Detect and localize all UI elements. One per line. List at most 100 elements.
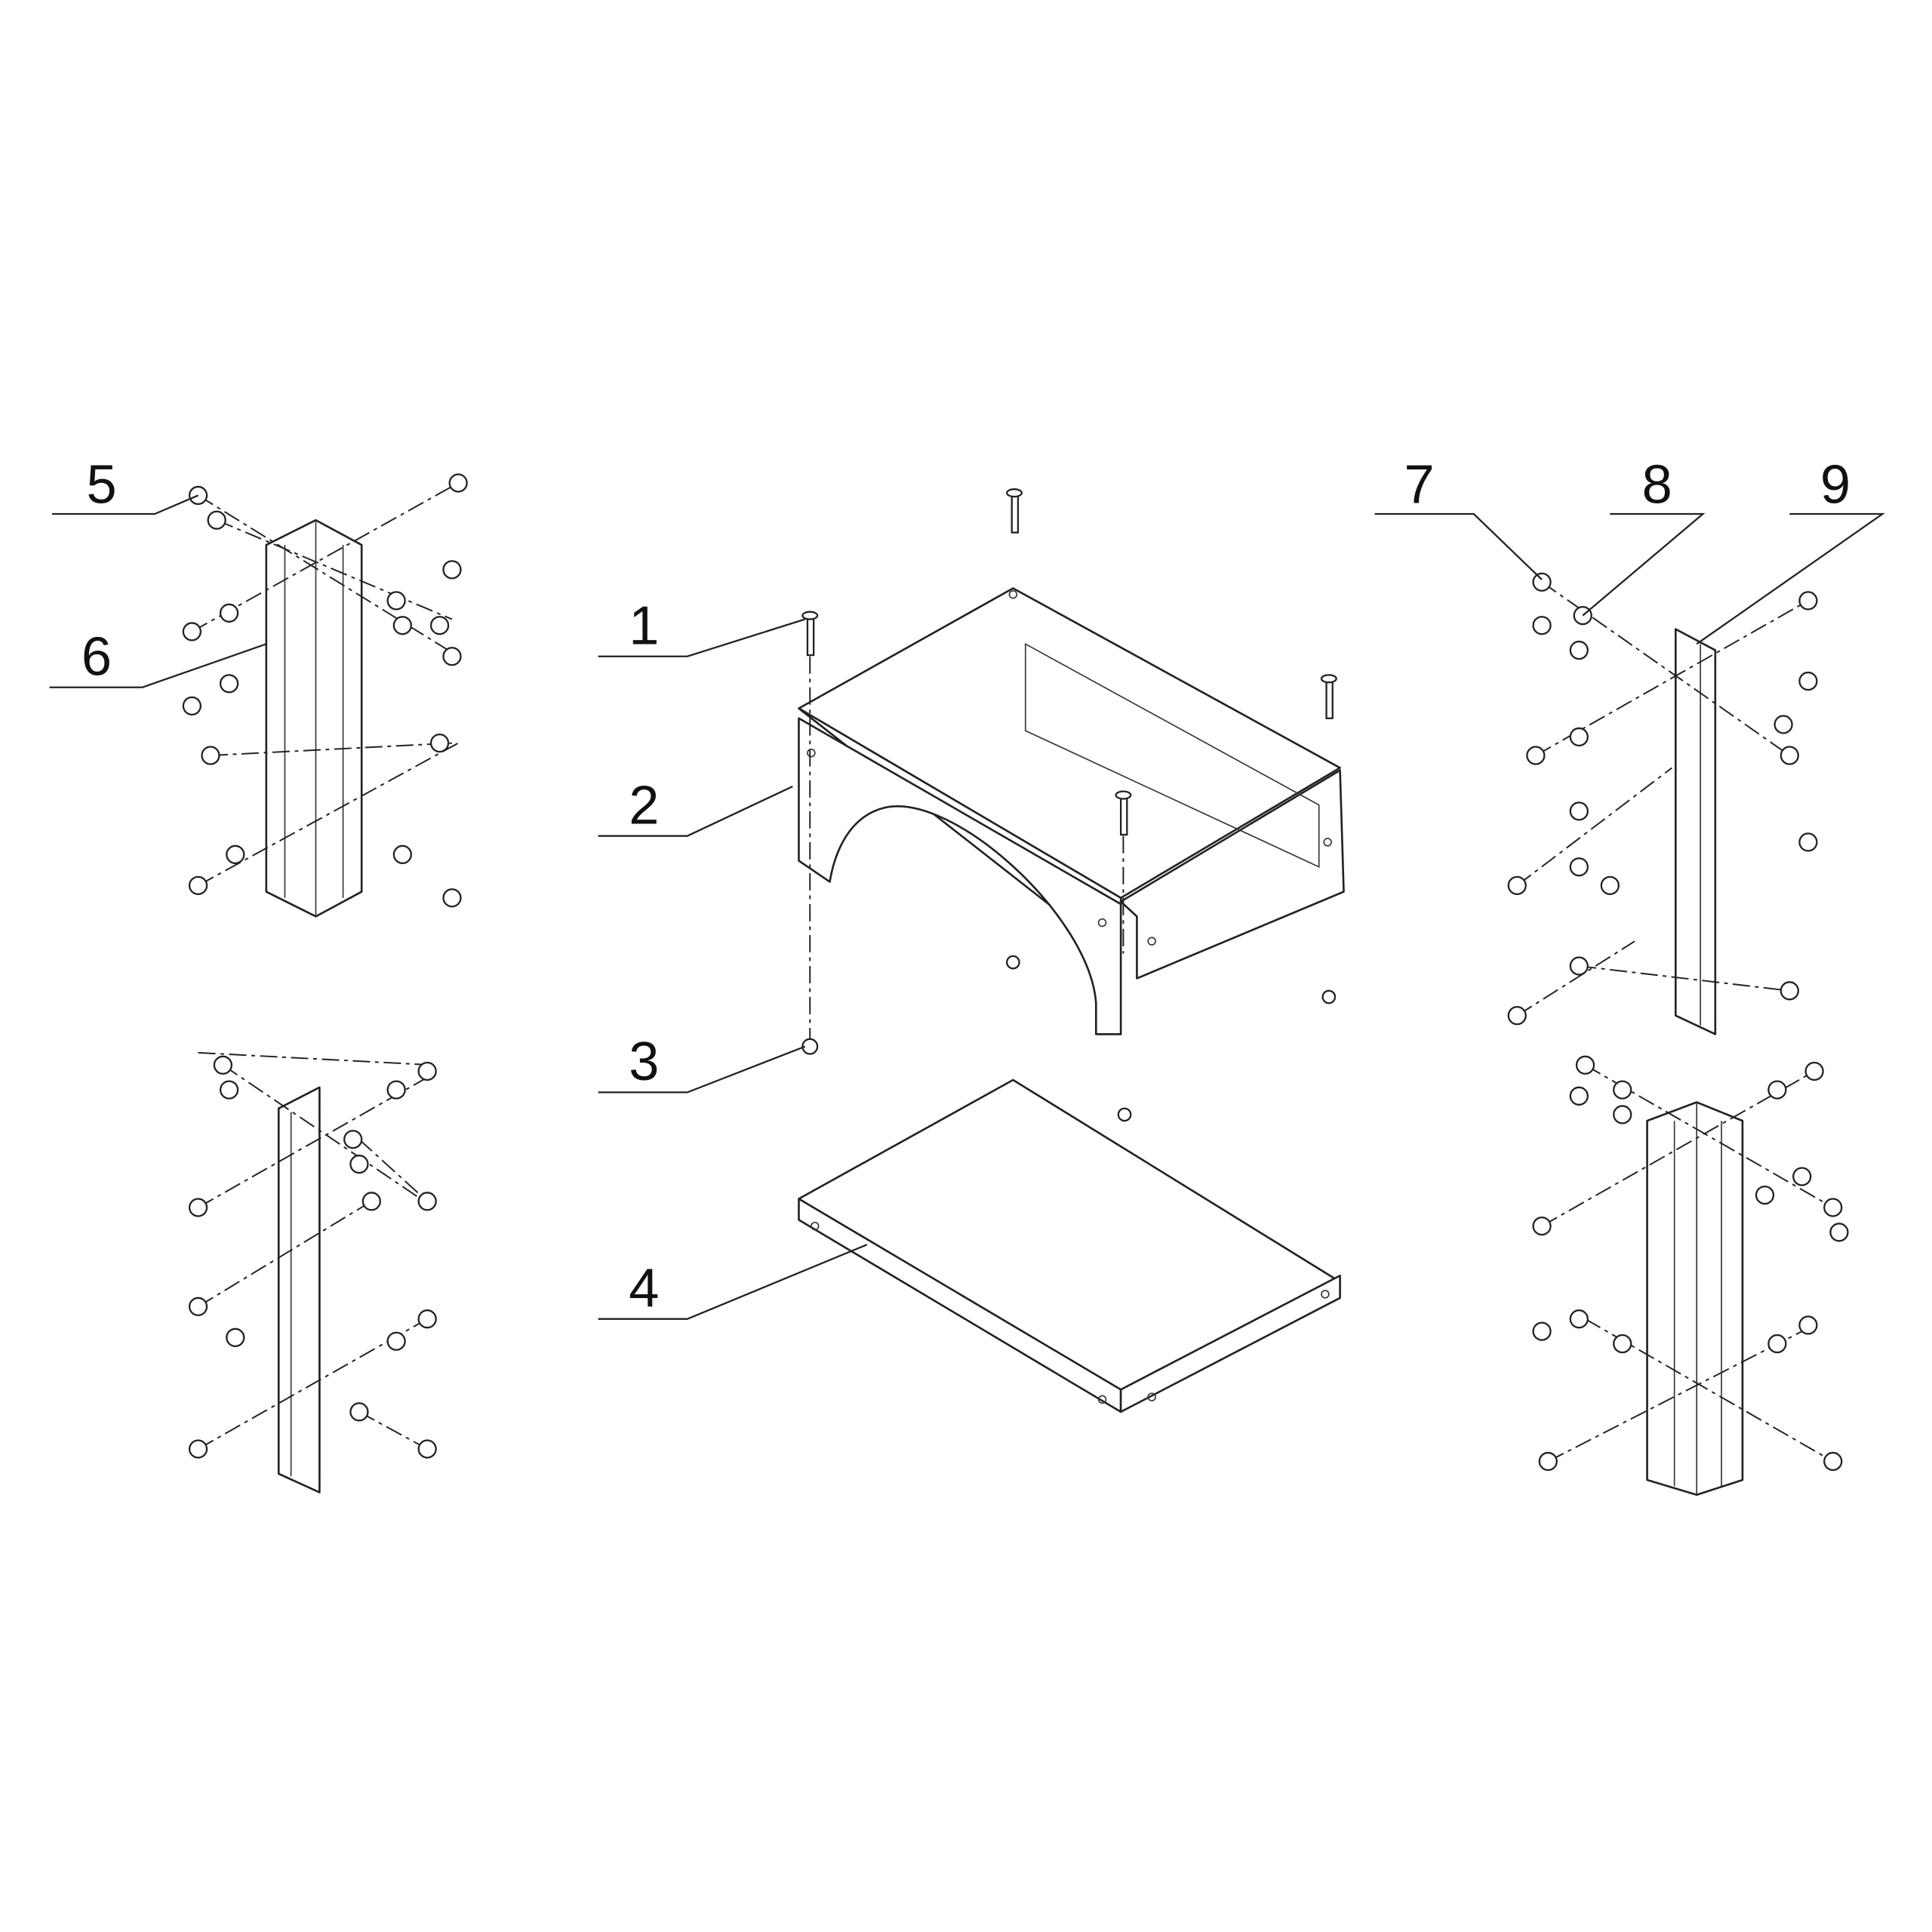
fastener-icon: [226, 844, 245, 864]
fastener-icon: [1575, 1055, 1595, 1075]
fastener-icon: [442, 647, 462, 666]
fastener-icon: [349, 1402, 369, 1422]
callout-label: 9: [1820, 454, 1850, 515]
fastener-icon: [417, 1439, 437, 1459]
assembly-axis-line: [1541, 1070, 1815, 1227]
fastener-icon: [1798, 671, 1818, 691]
fastener-icon: [1798, 591, 1818, 611]
fastener-icon: [1613, 1105, 1632, 1124]
assembly-axis-line: [210, 742, 453, 757]
fastener-icon: [219, 1080, 239, 1100]
callout-2: 2: [598, 775, 793, 837]
fasteners: [182, 473, 1849, 1472]
fastener-icon: [188, 1297, 208, 1316]
fastener-icon: [226, 1327, 245, 1347]
fastener-icon: [188, 485, 208, 506]
callout-1: 1: [598, 595, 806, 657]
assembly-axis-line: [1579, 965, 1790, 992]
assembly-axis-line: [198, 1076, 428, 1208]
leg-left-top: [265, 518, 363, 918]
shelf: [798, 1078, 1341, 1414]
callout-4: 4: [598, 1244, 868, 1320]
callout-label: 7: [1404, 454, 1435, 515]
fastener-icon: [213, 1055, 233, 1075]
callout-9: 9: [1696, 454, 1886, 645]
fastener-icon: [1823, 1451, 1843, 1472]
callout-3: 3: [598, 1032, 806, 1094]
fastener-icon: [1755, 1185, 1775, 1205]
fastener-icon: [1774, 715, 1793, 734]
fastener-icon: [417, 1309, 437, 1329]
fastener-icon: [343, 1130, 363, 1149]
callout-label: 1: [629, 595, 659, 656]
fastener-icon: [417, 1192, 437, 1211]
fastener-icon: [1569, 727, 1589, 747]
fastener-icon: [219, 603, 239, 623]
callout-7: 7: [1374, 454, 1543, 580]
callout-label: 6: [82, 626, 112, 687]
fastener-icon: [182, 622, 202, 641]
callout-8: 8: [1582, 454, 1706, 617]
fastener-icon: [429, 616, 450, 635]
fastener-icon: [429, 733, 450, 753]
fastener-icon: [1613, 1080, 1632, 1100]
assembly-axis-line: [198, 494, 459, 657]
assembly-axis-line: [198, 1200, 372, 1308]
callout-label: 4: [629, 1258, 659, 1318]
fastener-icon: [188, 875, 208, 895]
fastener-icon: [386, 591, 406, 611]
fastener-icon: [207, 510, 226, 530]
fastener-icon: [442, 560, 462, 580]
table-top: [798, 587, 1345, 1035]
fastener-icon: [361, 1192, 381, 1211]
assembly-axis-line: [216, 519, 453, 620]
fastener-icon: [448, 473, 468, 493]
fastener-icon: [1792, 1167, 1812, 1186]
fastener-icon: [188, 1198, 208, 1217]
fastener-icon: [1798, 1315, 1818, 1335]
fastener-icon: [1569, 956, 1589, 976]
fastener-icon: [386, 1080, 406, 1100]
fastener-icon: [201, 746, 220, 765]
callout-label: 2: [629, 775, 659, 835]
leg-right-top: [1674, 628, 1717, 1035]
fastener-icon: [392, 616, 412, 635]
assembly-axis-line: [1516, 767, 1672, 887]
fastener-icon: [1507, 1006, 1527, 1026]
assembly-axis-line: [198, 742, 459, 887]
fastener-icon: [219, 674, 239, 694]
fastener-icon: [1600, 875, 1620, 895]
leg-left-bottom: [277, 1086, 321, 1494]
fastener-icon: [1767, 1334, 1787, 1354]
callout-6: 6: [49, 626, 267, 688]
fastener-icon: [1780, 981, 1799, 1001]
fastener-icon: [1569, 1309, 1589, 1329]
assembly-axis-line: [222, 1064, 434, 1208]
fastener-icon: [1569, 857, 1589, 877]
fastener-icon: [1569, 801, 1589, 821]
assembly-axis-line: [1516, 940, 1635, 1017]
assembly-axis-line: [191, 482, 459, 632]
fastener-icon: [1798, 832, 1818, 852]
callout-label: 3: [629, 1032, 659, 1092]
assembly-axis-line: [198, 1051, 434, 1066]
fastener-icon: [1532, 1216, 1552, 1236]
fastener-icon: [188, 1439, 208, 1459]
fastener-icon: [1829, 1223, 1849, 1242]
assembly-axis-line: [1541, 581, 1790, 756]
fastener-icon: [1804, 1061, 1824, 1081]
fastener-icon: [1823, 1198, 1843, 1217]
fastener-icon: [1507, 875, 1527, 895]
assembly-axis-line: [1535, 600, 1809, 756]
leg-right-bottom: [1646, 1101, 1744, 1497]
fastener-icon: [1780, 746, 1799, 765]
assembly-axis-line: [358, 1411, 428, 1450]
fastener-icon: [417, 1061, 437, 1081]
assembly-axis-line: [358, 1139, 428, 1202]
fastener-icon: [182, 696, 202, 716]
fastener-icon: [1526, 746, 1546, 765]
callout-label: 8: [1642, 454, 1672, 515]
fastener-icon: [1767, 1080, 1787, 1100]
